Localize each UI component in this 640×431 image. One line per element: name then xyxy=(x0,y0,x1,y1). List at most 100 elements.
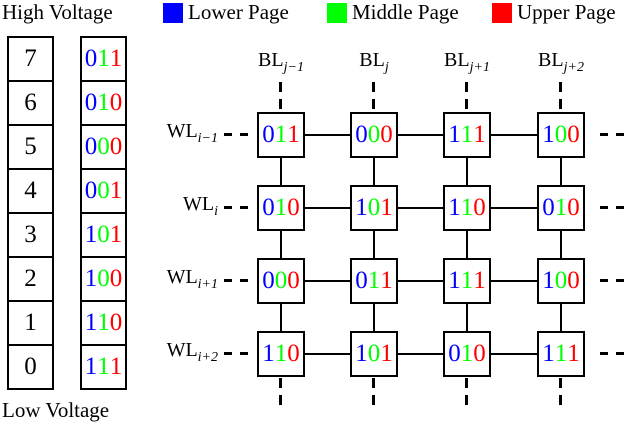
bitline-dash-top xyxy=(372,82,375,109)
wordline-dash-right xyxy=(600,133,624,136)
bl-label-subscript: j+2 xyxy=(563,60,584,75)
memory-cell-bit-0: 0 xyxy=(355,121,368,148)
memory-cell-bit-2: 1 xyxy=(380,340,393,367)
bitline-dash-bottom xyxy=(559,378,562,405)
bl-label: BLj+2 xyxy=(516,49,606,76)
connector-vertical xyxy=(280,158,282,185)
memory-cell-bit-1: 1 xyxy=(460,267,474,294)
voltage-level-box: 1 xyxy=(7,300,54,346)
voltage-code-bit-1: 1 xyxy=(97,89,110,116)
legend-label-middle: Middle Page xyxy=(352,0,459,24)
connector-vertical xyxy=(560,231,562,258)
wl-label-base: WL xyxy=(183,193,215,215)
voltage-code-bit-2: 0 xyxy=(109,89,123,116)
connector-horizontal xyxy=(398,353,443,355)
voltage-code-bit-2: 1 xyxy=(109,177,123,204)
memory-cell-bit-0: 1 xyxy=(355,194,368,221)
voltage-code-bit-1: 0 xyxy=(97,221,110,248)
memory-cell-bit-1: 1 xyxy=(460,340,474,367)
memory-cell-bit-2: 1 xyxy=(567,340,580,367)
memory-cell-bit-2: 0 xyxy=(567,267,580,294)
connector-horizontal xyxy=(491,353,537,355)
memory-cell-bit-2: 1 xyxy=(380,194,393,221)
bitline-dash-top xyxy=(559,82,562,109)
connector-vertical xyxy=(560,304,562,331)
memory-cell-bit-1: 0 xyxy=(554,121,568,148)
memory-cell-bit-0: 1 xyxy=(448,121,461,148)
legend-label-lower: Lower Page xyxy=(188,0,289,24)
memory-cell-bit-0: 0 xyxy=(262,267,275,294)
connector-horizontal xyxy=(305,353,350,355)
bitline-dash-top xyxy=(465,82,468,109)
memory-cell-bit-0: 1 xyxy=(448,267,461,294)
legend-swatch-middle xyxy=(327,3,347,23)
memory-cell-bit-2: 1 xyxy=(473,267,486,294)
legend-swatch-upper xyxy=(492,3,512,23)
memory-cell-bit-1: 0 xyxy=(274,267,288,294)
connector-vertical xyxy=(280,304,282,331)
connector-horizontal xyxy=(398,207,443,209)
memory-cell-bit-1: 0 xyxy=(367,340,381,367)
voltage-code-bit-2: 1 xyxy=(109,45,123,72)
bitline-dash-bottom xyxy=(372,378,375,405)
memory-cell-bit-0: 1 xyxy=(542,267,555,294)
connector-vertical xyxy=(466,304,468,331)
connector-vertical xyxy=(373,158,375,185)
high-voltage-label: High Voltage xyxy=(2,0,113,24)
voltage-level-box: 6 xyxy=(7,80,54,126)
bl-label-subscript: j−1 xyxy=(283,60,304,75)
voltage-code-bit-2: 1 xyxy=(109,353,123,380)
memory-cell-bit-1: 0 xyxy=(367,194,381,221)
voltage-code-bit-0: 0 xyxy=(84,133,98,160)
memory-cell-bit-1: 1 xyxy=(554,340,568,367)
connector-horizontal xyxy=(398,280,443,282)
memory-cell-bit-0: 1 xyxy=(542,340,555,367)
voltage-code-bit-2: 0 xyxy=(109,309,123,336)
memory-cell-bit-2: 1 xyxy=(380,267,393,294)
wl-label: WLi xyxy=(130,193,218,220)
wordline-dash-right xyxy=(600,206,624,209)
connector-horizontal xyxy=(305,207,350,209)
wl-label-subscript: i+2 xyxy=(197,350,218,365)
memory-cell-bit-1: 1 xyxy=(274,121,288,148)
legend-swatch-lower xyxy=(163,3,183,23)
memory-cell-bit-0: 0 xyxy=(448,340,461,367)
connector-vertical xyxy=(466,158,468,185)
voltage-code-bit-1: 0 xyxy=(97,265,110,292)
bl-label-base: BL xyxy=(444,49,470,71)
bl-label: BLj−1 xyxy=(236,49,326,76)
voltage-code-bit-1: 0 xyxy=(97,177,110,204)
wl-label-base: WL xyxy=(166,339,198,361)
voltage-level-box: 0 xyxy=(7,344,54,390)
memory-cell-bit-0: 0 xyxy=(262,194,275,221)
voltage-code-bit-0: 1 xyxy=(84,221,98,248)
memory-cell-bit-2: 0 xyxy=(567,194,580,221)
voltage-code-bit-0: 1 xyxy=(84,265,98,292)
voltage-code-bit-2: 0 xyxy=(109,133,123,160)
connector-vertical xyxy=(280,231,282,258)
wordline-dash-left xyxy=(224,279,248,282)
low-voltage-label: Low Voltage xyxy=(2,398,110,422)
memory-cell-bit-2: 0 xyxy=(567,121,580,148)
connector-vertical xyxy=(466,231,468,258)
connector-vertical xyxy=(373,304,375,331)
memory-cell-bit-2: 0 xyxy=(287,194,300,221)
